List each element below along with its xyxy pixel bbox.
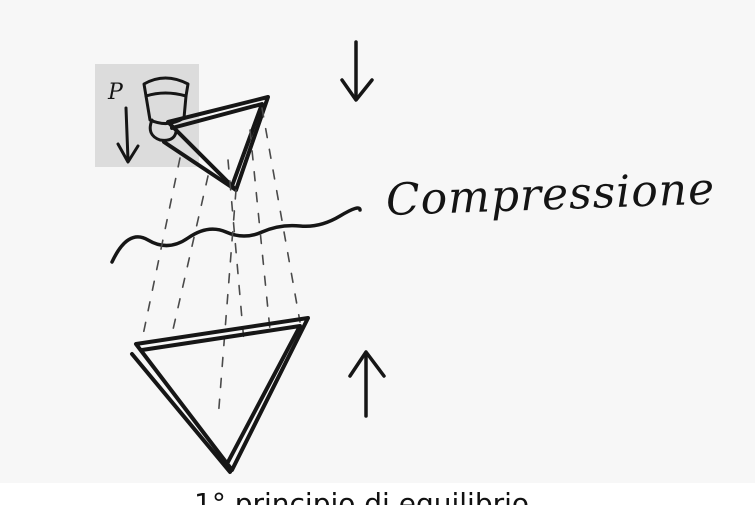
caption-strip: 1° principio di equilibrio (0, 483, 755, 505)
lower-triangle (132, 318, 308, 472)
wave-line (112, 208, 360, 262)
top-arrow-icon (342, 42, 372, 100)
caption-text: 1° principio di equilibrio (194, 489, 529, 505)
force-label: P (108, 80, 123, 105)
bottom-arrow-icon (350, 352, 384, 416)
